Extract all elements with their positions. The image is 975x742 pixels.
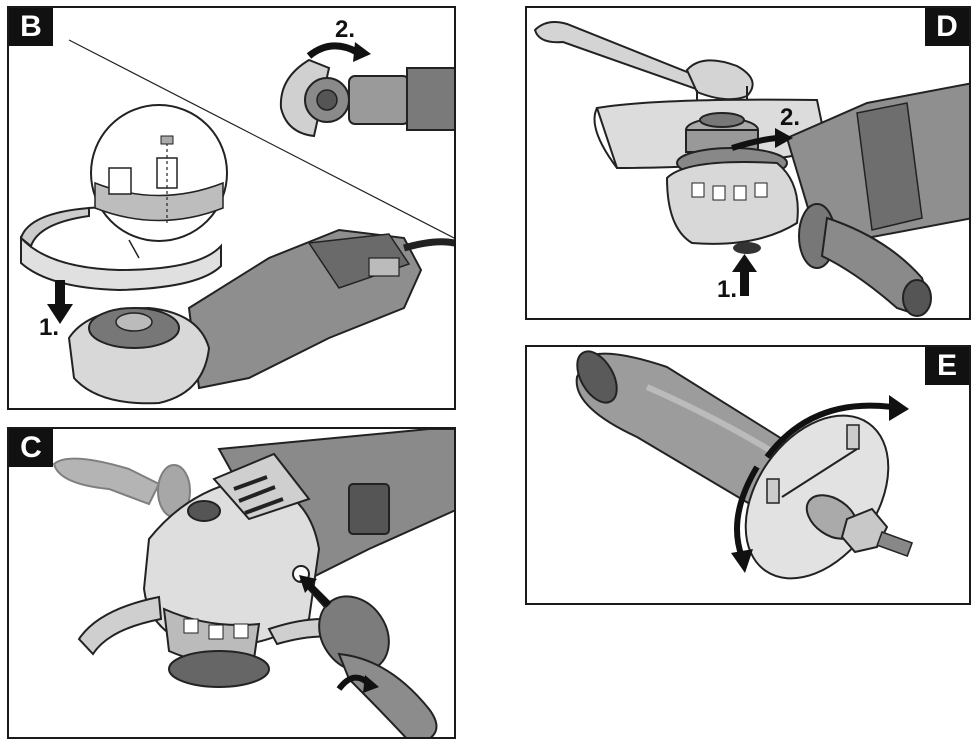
step-label-2: 2.: [335, 16, 356, 43]
panel-c: C: [7, 427, 456, 739]
two-pin-spanner: [533, 21, 754, 106]
panel-e-illustration: [575, 350, 914, 580]
rotate-arrow-icon: [731, 128, 793, 151]
panel-b: B 1. 2.: [7, 6, 456, 410]
gear-head: [665, 161, 799, 254]
insert-arrow-icon: [299, 575, 332, 608]
threaded-stud: [805, 494, 914, 558]
panel-e: E: [525, 345, 971, 605]
detail-magnifier: [90, 104, 228, 259]
panel-label: D: [925, 8, 969, 46]
rotate-arrow-icon: [731, 395, 909, 573]
guard: [77, 595, 163, 656]
inset-grinder: [279, 42, 454, 138]
panel-label: E: [925, 347, 969, 385]
step-label-1: 1.: [39, 314, 60, 341]
panel-label: B: [9, 8, 53, 46]
step-label-2: 2.: [780, 104, 801, 131]
auxiliary-handle: [299, 577, 438, 737]
auxiliary-handle: [798, 203, 932, 317]
panel-d-illustration: [533, 21, 969, 317]
up-arrow-icon: [732, 254, 757, 296]
panel-d: D 1. 2.: [525, 6, 971, 320]
background-handle: [52, 457, 191, 518]
rotate-arrow-icon: [336, 674, 379, 693]
panel-label: C: [9, 429, 53, 467]
step-label-1: 1.: [717, 276, 738, 303]
separator-line: [68, 39, 454, 239]
grinder-body: [67, 228, 454, 405]
panel-c-illustration: [52, 429, 454, 737]
down-arrow-icon: [47, 280, 73, 324]
gear-head: [142, 452, 321, 688]
panel-b-illustration: [19, 39, 454, 405]
